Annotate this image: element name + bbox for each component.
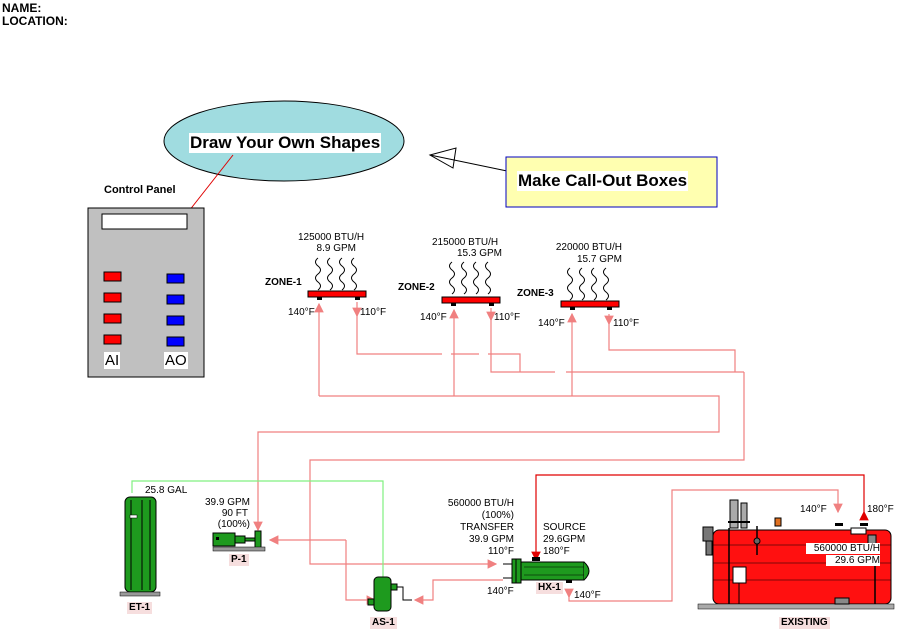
zone-2-flow: 15.3 GPM [456,248,502,259]
zone-2-return-temp: 110°F [494,312,521,323]
hx-transfer-label: TRANSFER [460,522,514,533]
zone-1-return-pipe [356,302,442,355]
heat-exchanger[interactable] [503,557,590,584]
hx-source-out-temp: 140°F [574,590,601,601]
ai-indicator[interactable] [103,334,122,345]
ao-label: AO [164,352,188,369]
pump-tag: P-1 [229,554,249,566]
expansion-tank-pipe [131,480,384,578]
hx-tag: HX-1 [536,582,563,594]
zone-1-flow: 8.9 GPM [316,243,356,254]
zone-2-supply-temp: 140°F [420,312,447,323]
zone-3-flow: 15.7 GPM [576,254,622,265]
ai-label: AI [104,352,121,369]
callout-pointer-line [429,154,508,172]
pump-percent: (100%) [217,519,250,530]
pump-suction-pipe [345,540,377,605]
boiler-supply-temp: 180°F [867,504,894,515]
expansion-tank-tag: ET-1 [127,602,153,614]
boiler-tag: EXISTING [779,617,830,629]
control-panel-title: Control Panel [104,184,176,196]
source-supply-pipe [531,474,865,562]
expansion-tank[interactable] [119,496,161,597]
callout-box-text: Make Call-Out Boxes [517,171,689,191]
return-header-pipe [309,372,745,569]
ai-indicator[interactable] [103,313,122,324]
zone-2-load: 215000 BTU/H [432,237,499,248]
ao-indicator[interactable] [166,273,185,284]
air-separator-tag: AS-1 [370,617,397,629]
zone-1-return-temp: 110°F [360,307,387,318]
air-separator[interactable] [367,576,412,612]
hx-outlet-pipe [413,579,503,605]
pump-head: 90 FT [221,508,248,519]
callout-pointer-arrowhead [428,147,457,169]
pump[interactable] [212,530,266,552]
zone-3-return-pipe [608,314,736,372]
hx-transfer-flow: 39.9 GPM [468,534,514,545]
zone-3-unit[interactable] [560,267,620,310]
supply-header-pipe [257,395,720,530]
zone-2-return-pipe [490,308,555,373]
zone-3-supply-temp: 140°F [538,318,565,329]
zone-1-supply-temp: 140°F [288,307,315,318]
expansion-tank-volume: 25.8 GAL [145,485,188,496]
ai-indicator[interactable] [103,292,122,303]
ao-indicator[interactable] [166,315,185,326]
hx-transfer-in-temp: 110°F [487,546,514,557]
ellipse-callout-text: Draw Your Own Shapes [189,133,382,153]
hx-source-flow: 29.6GPM [543,534,586,545]
ai-indicators [103,271,122,345]
zone-3-name: ZONE-3 [517,288,554,299]
ai-indicator[interactable] [103,271,122,282]
ao-indicators [166,273,185,347]
hx-percent: (100%) [481,510,514,521]
hx-transfer-out-temp: 140°F [487,586,514,597]
zone-1-load: 125000 BTU/H [298,232,365,243]
zone-1-name: ZONE-1 [265,277,302,288]
boiler-load: 560000 BTU/H [806,543,880,554]
ao-indicator[interactable] [166,336,185,347]
name-label: NAME: [2,1,42,15]
zone-2-name: ZONE-2 [398,282,435,293]
location-label: LOCATION: [2,14,68,28]
zone-2-unit[interactable] [441,261,501,306]
zone-1-unit[interactable] [307,257,367,300]
hx-source-label: SOURCE [543,522,586,533]
boiler-return-pipe [568,489,843,602]
zone-3-return-temp: 110°F [613,318,640,329]
pump-flow: 39.9 GPM [204,497,250,508]
control-panel-display [101,213,188,230]
zone-3-load: 220000 BTU/H [555,242,622,253]
boiler-flow: 29.6 GPM [826,555,880,566]
loop-piping [253,302,843,605]
hx-source-in-temp: 180°F [543,546,570,557]
hx-load: 560000 BTU/H [447,498,514,509]
ao-indicator[interactable] [166,294,185,305]
boiler-return-temp: 140°F [800,504,827,515]
